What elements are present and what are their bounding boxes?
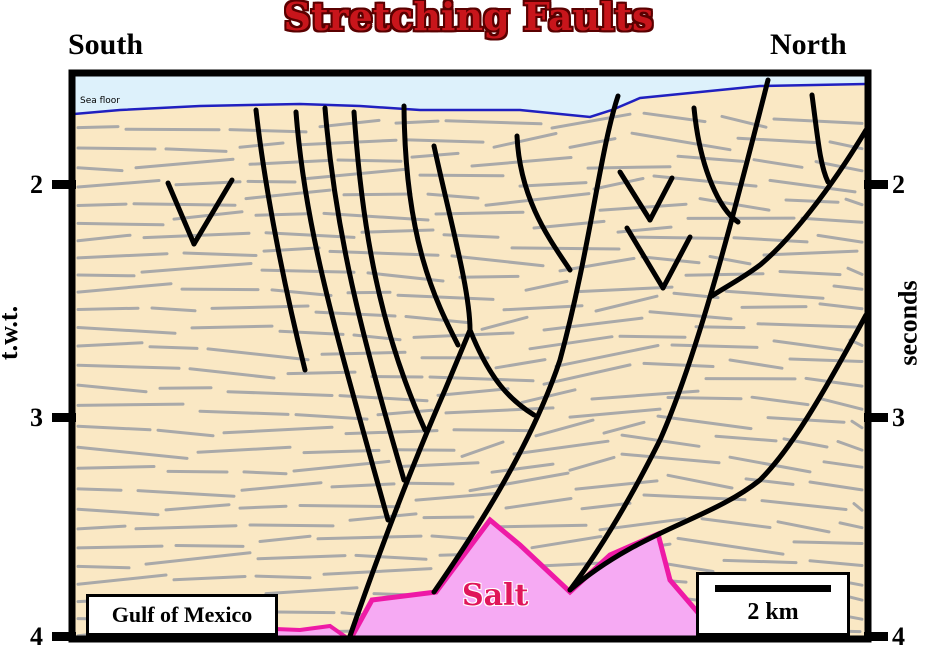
reflector-segment bbox=[78, 275, 134, 276]
reflector-segment bbox=[78, 404, 183, 405]
reflector-segment bbox=[176, 546, 243, 547]
location-label: Gulf of Mexico bbox=[86, 594, 278, 636]
right-tick-2: 2 bbox=[892, 170, 905, 200]
reflector-segment bbox=[78, 308, 138, 309]
reflector-segment bbox=[372, 377, 422, 378]
reflector-segment bbox=[276, 612, 334, 613]
reflector-segment bbox=[248, 181, 295, 182]
north-label: North bbox=[770, 28, 847, 62]
left-tick-2: 2 bbox=[30, 170, 43, 200]
reflector-segment bbox=[420, 175, 503, 176]
reflector-segment bbox=[460, 276, 518, 277]
reflector-segment bbox=[192, 326, 272, 328]
reflector-segment bbox=[454, 430, 528, 431]
reflector-segment bbox=[126, 129, 219, 130]
reflector-segment bbox=[244, 472, 286, 474]
scale-bar-box: 2 km bbox=[696, 572, 850, 636]
salt-label: Salt bbox=[462, 578, 528, 613]
reflector-segment bbox=[424, 517, 473, 518]
scale-bar bbox=[715, 585, 831, 592]
right-axis-label: seconds bbox=[894, 280, 924, 365]
right-tick-3: 3 bbox=[892, 403, 905, 433]
reflector-segment bbox=[78, 566, 129, 567]
reflector-segment bbox=[322, 352, 405, 354]
reflector-segment bbox=[396, 450, 454, 451]
scale-label: 2 km bbox=[699, 599, 847, 626]
reflector-segment bbox=[78, 546, 162, 548]
reflector-segment bbox=[240, 506, 286, 508]
reflector-segment bbox=[78, 127, 118, 128]
reflector-segment bbox=[78, 467, 154, 469]
reflector-segment bbox=[250, 525, 333, 526]
reflector-segment bbox=[742, 307, 806, 308]
reflector-segment bbox=[636, 237, 726, 238]
reflector-segment bbox=[182, 289, 258, 290]
reflector-segment bbox=[78, 489, 121, 490]
reflector-segment bbox=[794, 542, 862, 544]
reflector-segment bbox=[150, 347, 197, 349]
reflector-segment bbox=[408, 483, 453, 484]
south-label: South bbox=[68, 28, 143, 62]
left-axis-label: t.w.t. bbox=[0, 306, 24, 360]
reflector-segment bbox=[168, 471, 227, 472]
reflector-segment bbox=[78, 204, 126, 205]
left-tick-3: 3 bbox=[30, 403, 43, 433]
reflector-segment bbox=[256, 214, 307, 216]
sea-floor-label: Sea floor bbox=[80, 96, 120, 106]
reflector-segment bbox=[160, 388, 211, 389]
reflector-segment bbox=[256, 576, 310, 578]
reflector-segment bbox=[78, 148, 155, 149]
reflector-segment bbox=[78, 223, 163, 224]
reflector-segment bbox=[344, 194, 411, 195]
reflector-segment bbox=[512, 248, 619, 249]
reflector-segment bbox=[480, 644, 524, 648]
reflector-segment bbox=[620, 336, 685, 337]
reflector-segment bbox=[338, 160, 401, 161]
